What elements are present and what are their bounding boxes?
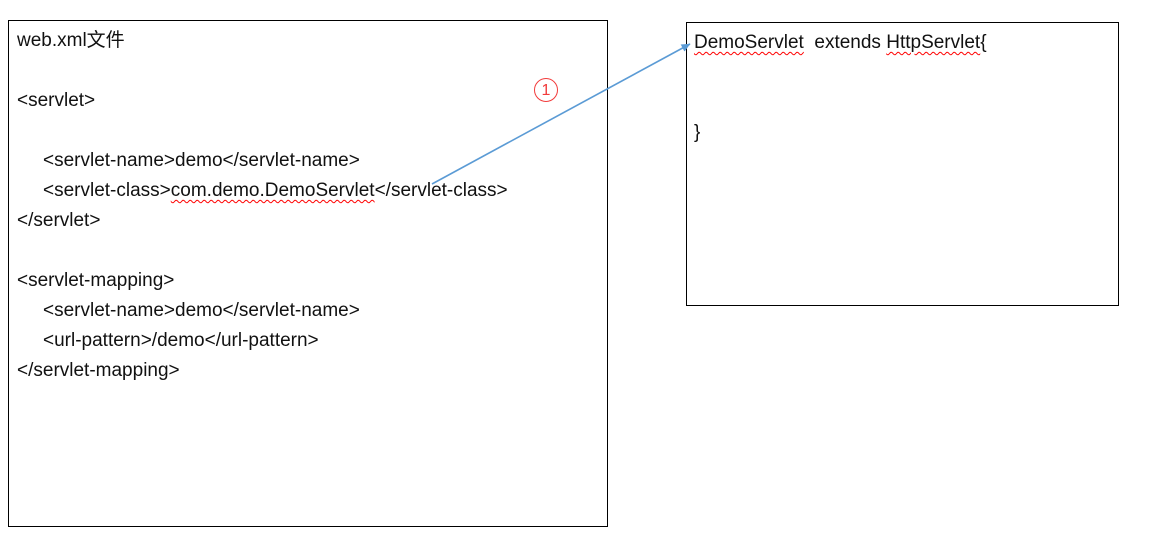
servlet-class-close-tag: </servlet-class>: [374, 180, 508, 201]
blank-line: [17, 56, 599, 86]
closing-brace: }: [694, 122, 701, 143]
servlet-close-tag: </servlet>: [17, 210, 101, 231]
blank-line: [694, 88, 1111, 118]
servlet-mapping-open-tag: <servlet-mapping>: [17, 270, 175, 291]
url-pattern-line: <url-pattern>/demo</url-pattern>: [43, 330, 319, 351]
blank-line: [17, 116, 599, 146]
servlet-open-tag: <servlet>: [17, 90, 96, 111]
mapping-servlet-name-line: <servlet-name>demo</servlet-name>: [43, 300, 360, 321]
blank-line: [17, 236, 599, 266]
blank-line: [694, 58, 1111, 88]
webxml-box: web.xml文件 <servlet> <servlet-name>demo</…: [8, 20, 608, 527]
open-brace: {: [980, 32, 987, 53]
servlet-class-value: com.demo.DemoServlet: [170, 180, 375, 201]
step-1-badge: 1: [534, 78, 558, 102]
servlet-class-box: DemoServlet extends HttpServlet{ }: [686, 22, 1119, 306]
servlet-mapping-close-tag: </servlet-mapping>: [17, 360, 180, 381]
servlet-name-line: <servlet-name>demo</servlet-name>: [43, 150, 360, 171]
webxml-title: web.xml文件: [17, 30, 125, 51]
servlet-class-open-tag: <servlet-class>: [43, 180, 171, 201]
superclass-name: HttpServlet: [886, 32, 981, 53]
class-name: DemoServlet: [694, 32, 804, 53]
extends-keyword: extends: [803, 32, 887, 53]
class-declaration-line: DemoServlet extends HttpServlet{: [694, 28, 1111, 58]
servlet-class-line: <servlet-class>com.demo.DemoServlet</ser…: [17, 176, 599, 206]
